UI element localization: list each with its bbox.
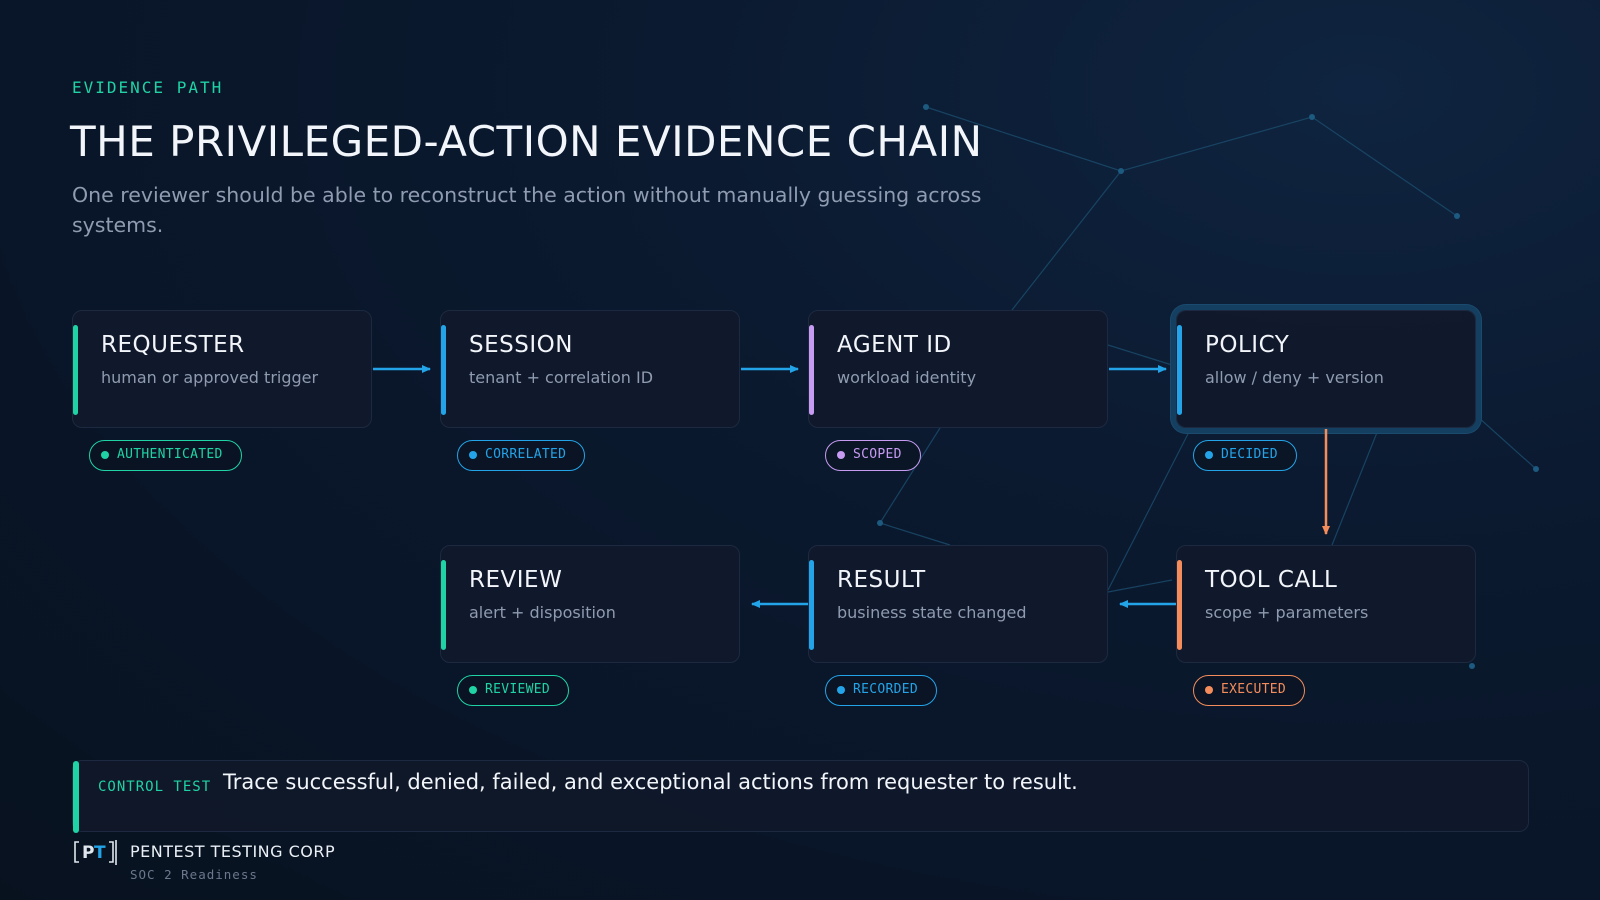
node-session[interactable]: SESSION tenant + correlation ID	[440, 310, 740, 428]
node-accent-bar	[809, 325, 814, 415]
status-badge-label: REVIEWED	[485, 682, 551, 697]
node-title: SESSION	[469, 332, 573, 358]
node-review[interactable]: REVIEW alert + disposition	[440, 545, 740, 663]
node-title: AGENT ID	[837, 332, 952, 358]
status-dot-icon	[837, 686, 845, 694]
company-tagline: SOC 2 Readiness	[130, 867, 258, 882]
status-badge-correlated: CORRELATED	[457, 440, 586, 471]
control-test-banner: CONTROL TEST Trace successful, denied, f…	[72, 760, 1529, 833]
node-subtitle: allow / deny + version	[1205, 368, 1384, 387]
node-title: REQUESTER	[101, 332, 245, 358]
status-dot-icon	[1205, 686, 1213, 694]
node-subtitle: alert + disposition	[469, 603, 616, 622]
node-result[interactable]: RESULT business state changed	[808, 545, 1108, 663]
control-test-label: CONTROL TEST	[98, 779, 212, 795]
node-accent-bar	[809, 560, 814, 650]
node-subtitle: workload identity	[837, 368, 977, 387]
node-accent-bar	[441, 325, 446, 415]
status-badge-label: EXECUTED	[1221, 682, 1287, 697]
node-policy[interactable]: POLICY allow / deny + version	[1176, 310, 1476, 428]
status-badge-label: CORRELATED	[485, 447, 567, 462]
node-title: POLICY	[1205, 332, 1290, 358]
node-subtitle: business state changed	[837, 603, 1027, 622]
node-subtitle: tenant + correlation ID	[469, 368, 654, 387]
control-test-text: Trace successful, denied, failed, and ex…	[223, 770, 1078, 794]
company-logo: P T	[74, 840, 117, 865]
status-badge-label: DECIDED	[1221, 447, 1278, 462]
node-agent-id[interactable]: AGENT ID workload identity	[808, 310, 1108, 428]
svg-text:P: P	[82, 843, 94, 863]
eyebrow-label: EVIDENCE PATH	[72, 78, 224, 97]
status-badge-decided: DECIDED	[1193, 440, 1297, 471]
status-dot-icon	[1205, 451, 1213, 459]
status-badge-label: RECORDED	[853, 682, 919, 697]
node-accent-bar	[73, 325, 78, 415]
node-accent-bar	[441, 560, 446, 650]
node-title: TOOL CALL	[1205, 567, 1338, 593]
control-accent-bar	[73, 761, 79, 833]
status-dot-icon	[837, 451, 845, 459]
status-badge-label: SCOPED	[853, 447, 902, 462]
status-badge-recorded: RECORDED	[825, 675, 938, 706]
status-dot-icon	[469, 451, 477, 459]
status-badge-authenticated: AUTHENTICATED	[89, 440, 242, 471]
node-requester[interactable]: REQUESTER human or approved trigger	[72, 310, 372, 428]
node-subtitle: scope + parameters	[1205, 603, 1369, 622]
page-title: THE PRIVILEGED-ACTION EVIDENCE CHAIN	[70, 117, 983, 166]
svg-text:T: T	[94, 843, 106, 863]
company-name: PENTEST TESTING CORP	[130, 842, 336, 861]
node-tool-call[interactable]: TOOL CALL scope + parameters	[1176, 545, 1476, 663]
node-title: RESULT	[837, 567, 926, 593]
status-dot-icon	[469, 686, 477, 694]
node-accent-bar	[1177, 325, 1182, 415]
status-badge-label: AUTHENTICATED	[117, 447, 223, 462]
status-badge-executed: EXECUTED	[1193, 675, 1306, 706]
status-dot-icon	[101, 451, 109, 459]
node-accent-bar	[1177, 560, 1182, 650]
node-subtitle: human or approved trigger	[101, 368, 319, 387]
page-subtitle: One reviewer should be able to reconstru…	[72, 183, 982, 237]
node-title: REVIEW	[469, 567, 563, 593]
status-badge-reviewed: REVIEWED	[457, 675, 570, 706]
status-badge-scoped: SCOPED	[825, 440, 921, 471]
